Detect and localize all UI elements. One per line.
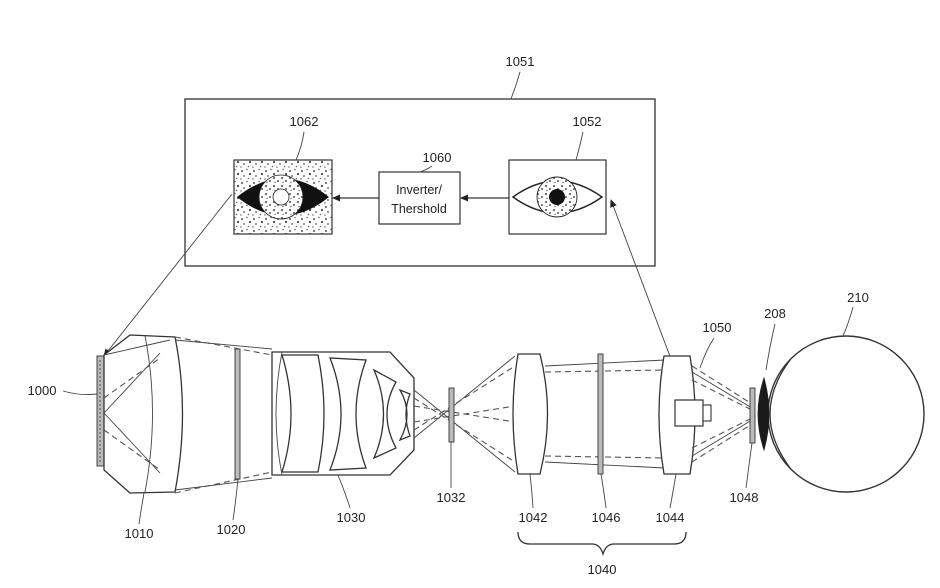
label-208: 208 xyxy=(764,306,786,321)
label-1046: 1046 xyxy=(592,510,621,525)
element-1048: 1048 xyxy=(730,387,759,505)
inverter-threshold-box: Inverter/ Thershold 1060 xyxy=(378,150,461,225)
label-1044: 1044 xyxy=(656,510,685,525)
label-1020: 1020 xyxy=(217,522,246,537)
lens-group-1030: 1030 xyxy=(271,351,415,525)
eye-210: 210 xyxy=(757,290,925,493)
lens-1042: 1042 xyxy=(512,353,549,525)
label-1051: 1051 xyxy=(506,54,535,69)
cornea-208: 208 xyxy=(764,306,786,371)
label-210: 210 xyxy=(847,290,869,305)
display-1000: 1000 xyxy=(28,355,105,467)
label-1062: 1062 xyxy=(290,114,319,129)
label-1052: 1052 xyxy=(573,114,602,129)
label-1000: 1000 xyxy=(28,383,57,398)
rays-1010 xyxy=(103,352,161,474)
label-1040: 1040 xyxy=(588,562,617,577)
label-1050: 1050 xyxy=(703,320,732,335)
element-1020: 1020 xyxy=(174,336,273,537)
element-1032: 1032 xyxy=(437,387,466,505)
label-1048: 1048 xyxy=(730,490,759,505)
lens-1044: 1044 xyxy=(656,355,696,525)
label-1042: 1042 xyxy=(519,510,548,525)
label-1060: 1060 xyxy=(423,150,452,165)
lens-group-1010: 1010 xyxy=(103,334,184,541)
label-1032: 1032 xyxy=(437,490,466,505)
rays-relay xyxy=(544,359,666,469)
label-1030: 1030 xyxy=(337,510,366,525)
rays-crossing xyxy=(413,355,516,473)
rays-to-eye xyxy=(691,365,753,463)
inverter-text-line2: Thershold xyxy=(391,202,447,216)
element-1046: 1046 xyxy=(592,353,621,525)
captured-eye-image: 1052 xyxy=(508,114,607,235)
inverter-text-line1: Inverter/ xyxy=(396,183,442,197)
arrow-1062-to-display xyxy=(103,193,233,357)
camera-1050: 1050 xyxy=(674,320,732,427)
label-1010: 1010 xyxy=(125,526,154,541)
processed-eye-image: 1062 xyxy=(233,114,333,235)
relay-group-bracket: 1040 xyxy=(517,531,687,577)
